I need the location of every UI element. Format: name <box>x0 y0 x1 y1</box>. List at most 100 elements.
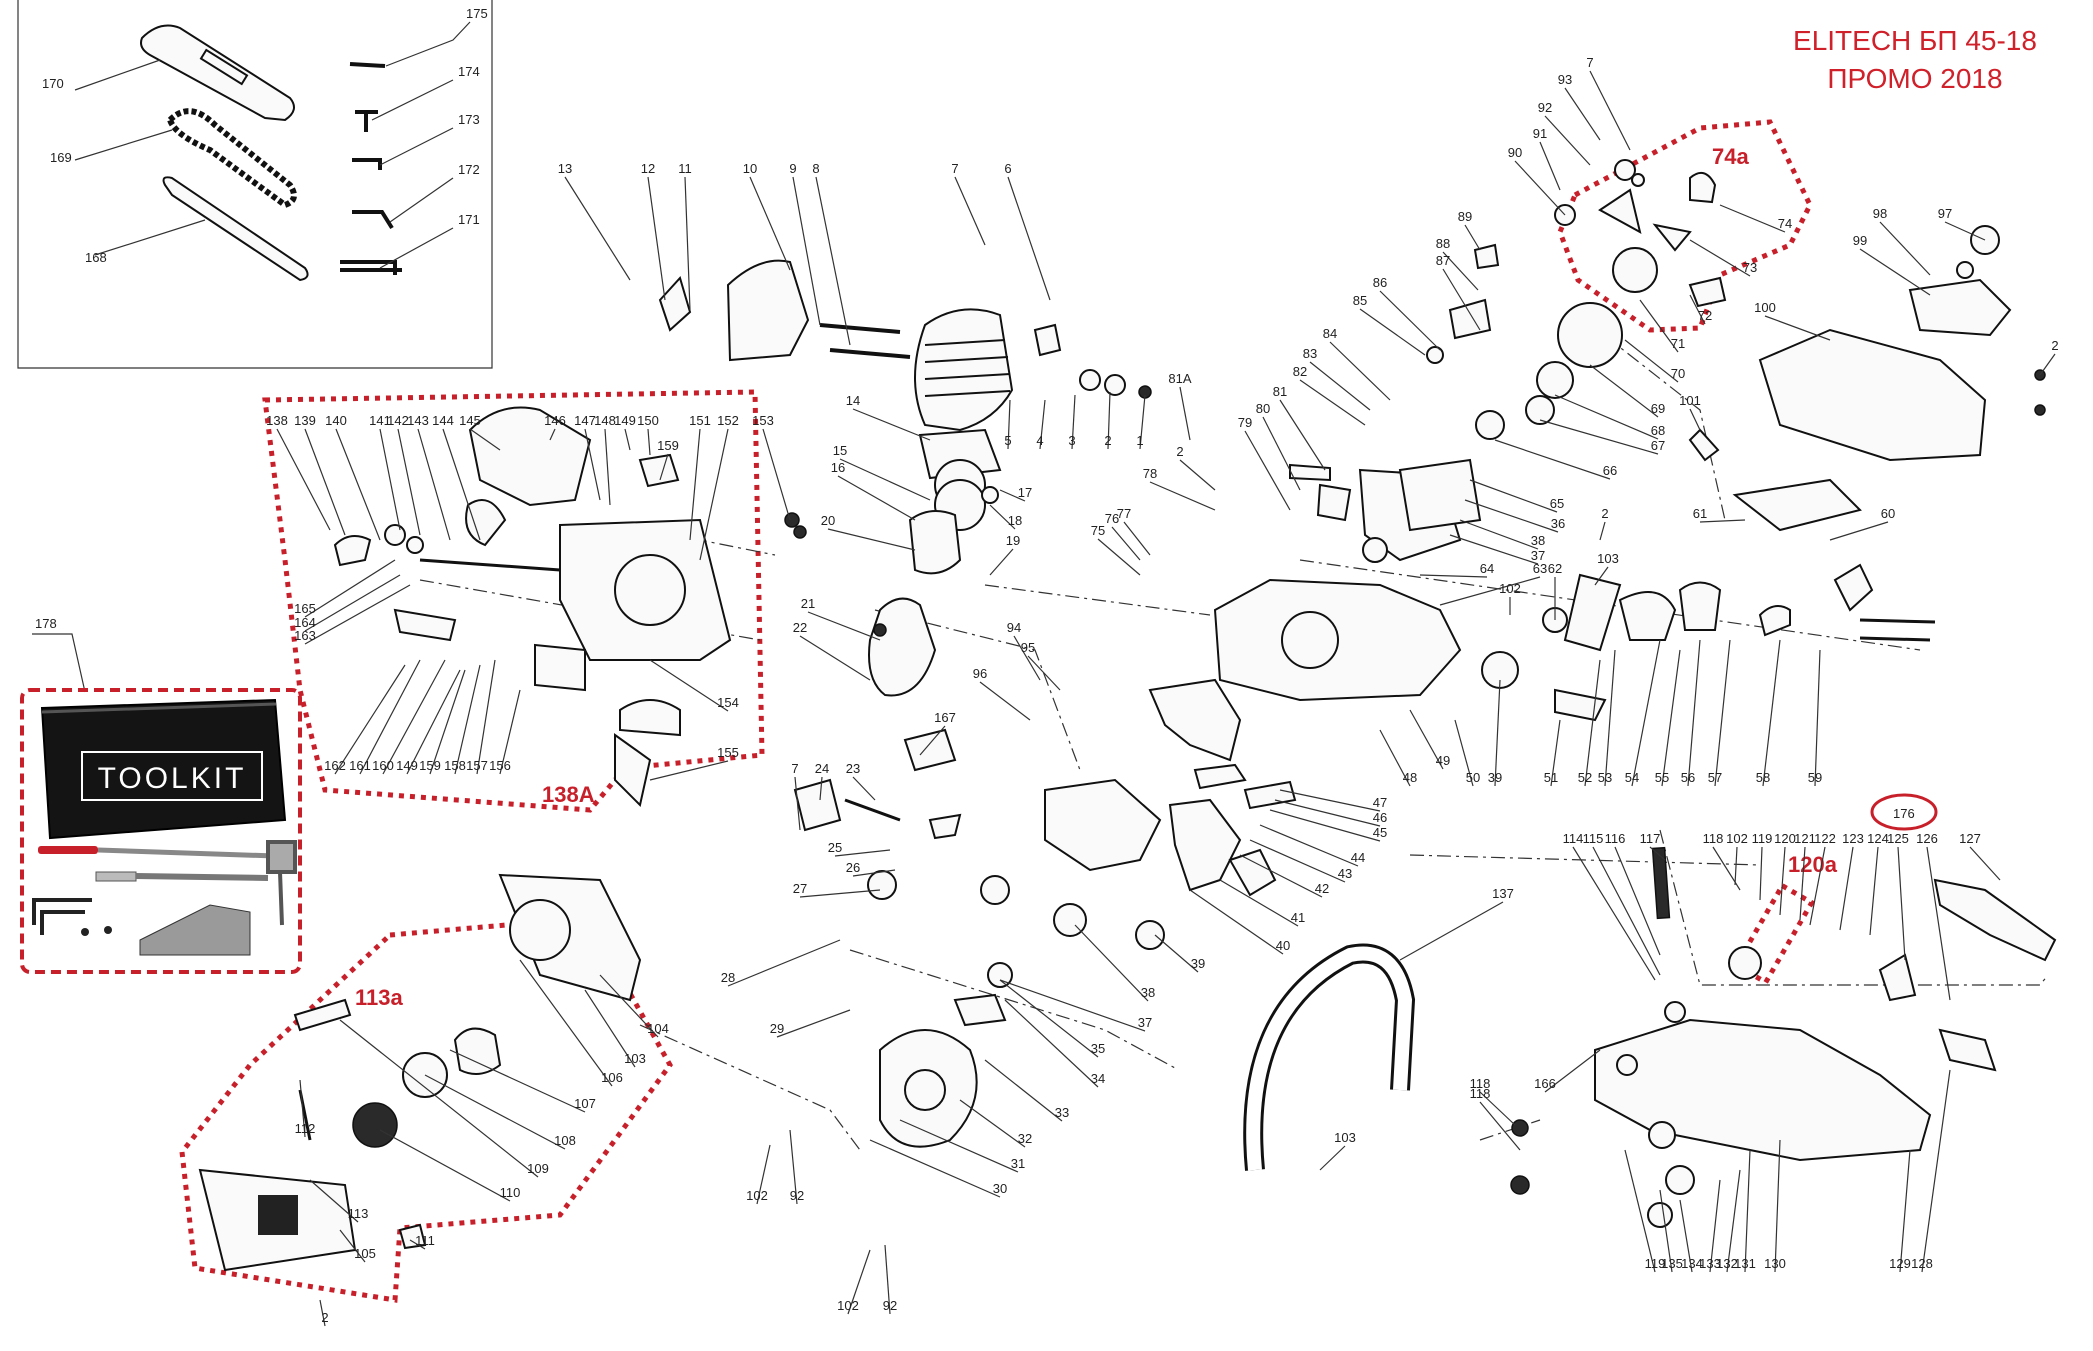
callout-7: 7 <box>951 161 958 176</box>
callout-124: 124 <box>1867 831 1889 846</box>
callout-108: 108 <box>554 1133 576 1148</box>
leader-line-2d <box>2039 353 2056 376</box>
callout-119: 119 <box>1645 1256 1666 1271</box>
callout-27: 27 <box>793 881 807 896</box>
callout-29: 29 <box>770 1021 784 1036</box>
callout-69: 69 <box>1651 401 1665 416</box>
callout-70: 70 <box>1671 366 1685 381</box>
leader-line-59 <box>1814 649 1821 787</box>
leader-line-111 <box>409 1239 426 1250</box>
callout-102: 102 <box>1499 581 1521 596</box>
leader-line-31 <box>899 1119 1019 1173</box>
callout-110: 110 <box>500 1185 521 1200</box>
callout-118: 118 <box>1703 831 1724 846</box>
callout-12: 12 <box>641 161 655 176</box>
leader-line-92c <box>884 1244 891 1315</box>
handle-group <box>1243 846 2057 1228</box>
callout-92: 92 <box>790 1188 804 1203</box>
callout-103: 103 <box>624 1051 646 1066</box>
callout-169: 169 <box>50 150 72 165</box>
callout-135: 135 <box>1661 1256 1683 1271</box>
callout-140: 140 <box>325 413 347 428</box>
leader-line-149b <box>406 669 461 775</box>
leader-line-23 <box>852 776 876 801</box>
callout-74: 74 <box>1778 216 1792 231</box>
callout-14: 14 <box>846 393 860 408</box>
callout-168: 168 <box>85 250 107 265</box>
leader-line-92b <box>789 1129 798 1205</box>
leader-line-94 <box>1013 635 1041 681</box>
leader-line-71 <box>1639 299 1679 353</box>
callout-118: 118 <box>1470 1086 1491 1101</box>
callout-138: 138 <box>266 413 288 428</box>
assembly-axes <box>419 319 2049 1151</box>
callout-9: 9 <box>789 161 796 176</box>
leader-line-77 <box>1123 521 1151 556</box>
leader-line-25 <box>834 849 891 857</box>
callout-33: 33 <box>1055 1105 1069 1120</box>
group-113a-zone <box>179 915 673 1303</box>
leader-line-21 <box>807 611 881 641</box>
leader-line-3 <box>1071 394 1076 450</box>
callout-83: 83 <box>1303 346 1317 361</box>
callout-159: 159 <box>657 438 679 453</box>
leader-line-108 <box>424 1074 566 1150</box>
callout-126: 126 <box>1916 831 1938 846</box>
leader-line-13 <box>564 176 631 281</box>
leader-line-55 <box>1661 649 1681 787</box>
leader-line-36 <box>1464 499 1559 533</box>
callout-129: 129 <box>1889 1256 1911 1271</box>
callout-155: 155 <box>717 745 739 760</box>
callout-39: 39 <box>1191 956 1205 971</box>
callout-2: 2 <box>1104 433 1111 448</box>
callout-130: 130 <box>1764 1256 1786 1271</box>
leader-line-39a <box>1494 679 1501 787</box>
callout-134: 134 <box>1681 1256 1703 1271</box>
callout-77: 77 <box>1117 506 1131 521</box>
leader-line-41 <box>1219 879 1299 927</box>
callout-26: 26 <box>846 860 860 875</box>
callout-93: 93 <box>1558 72 1572 87</box>
leader-line-65 <box>1469 479 1558 513</box>
callout-2: 2 <box>1601 506 1608 521</box>
leader-line-56 <box>1687 639 1701 787</box>
callout-114: 114 <box>1563 831 1584 846</box>
leader-line-26 <box>852 869 896 877</box>
leader-line-90 <box>1514 160 1566 216</box>
callout-60: 60 <box>1881 506 1895 521</box>
group-138A-label: 138A <box>542 782 595 807</box>
leader-line-4 <box>1039 399 1046 450</box>
leader-line-155 <box>649 760 729 781</box>
callout-107: 107 <box>574 1096 596 1111</box>
group-74a-zone <box>1557 119 1813 333</box>
leader-line-131 <box>1744 1149 1751 1273</box>
leader-line-48 <box>1379 729 1411 787</box>
leader-line-163 <box>304 584 411 645</box>
leader-line-166 <box>1544 1049 1601 1093</box>
callout-32: 32 <box>1018 1131 1032 1146</box>
leader-line-103c <box>1319 1145 1346 1171</box>
callout-174: 174 <box>458 64 480 79</box>
leader-line-87 <box>1442 268 1481 331</box>
leader-line-22 <box>799 635 871 681</box>
leader-line-83 <box>1309 361 1371 411</box>
leader-line-30 <box>869 1139 1001 1198</box>
leader-line-70 <box>1624 339 1679 383</box>
leader-line-76 <box>1111 526 1141 561</box>
callout-28: 28 <box>721 970 735 985</box>
rear-handle-part <box>1594 1018 1932 1162</box>
leader-line-78 <box>1149 481 1216 511</box>
leader-line-73 <box>1689 239 1751 277</box>
leader-line-123 <box>1839 846 1854 931</box>
leader-line-102b <box>756 1144 771 1205</box>
leader-line-61 <box>1699 519 1746 523</box>
group-113a-label: 113a <box>355 985 403 1010</box>
leader-line-140 <box>335 428 381 541</box>
callout-100: 100 <box>1754 300 1776 315</box>
top-cover-part <box>1758 328 1987 462</box>
callout-102: 102 <box>837 1298 859 1313</box>
callout-150: 150 <box>637 413 659 428</box>
callout-7: 7 <box>1586 55 1593 70</box>
group-138A-zone <box>262 389 765 813</box>
